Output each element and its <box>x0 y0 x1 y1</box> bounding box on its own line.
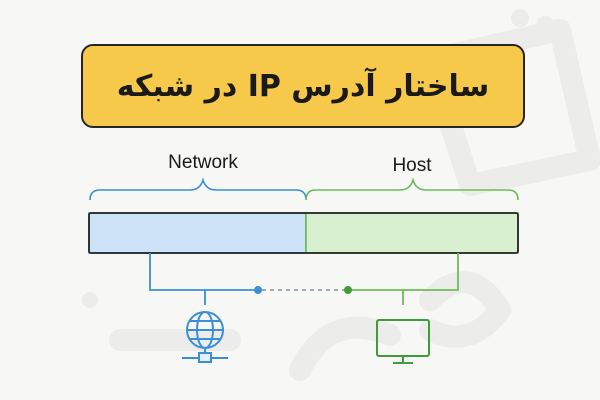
network-segment <box>88 212 307 254</box>
network-connector-dot <box>254 286 262 294</box>
title-banner: ساختار آدرس IP در شبکه <box>81 44 525 128</box>
host-segment <box>305 212 519 254</box>
monitor-icon <box>376 319 430 364</box>
page-title: ساختار آدرس IP در شبکه <box>116 68 490 104</box>
host-label: Host <box>392 155 432 176</box>
address-bar-outline <box>88 212 519 254</box>
host-connector <box>348 253 459 305</box>
network-label: Network <box>168 152 238 173</box>
host-brace <box>305 177 519 201</box>
network-brace <box>89 177 307 201</box>
network-connector <box>149 253 258 305</box>
globe-network-icon <box>182 311 228 363</box>
host-connector-dot <box>344 286 352 294</box>
